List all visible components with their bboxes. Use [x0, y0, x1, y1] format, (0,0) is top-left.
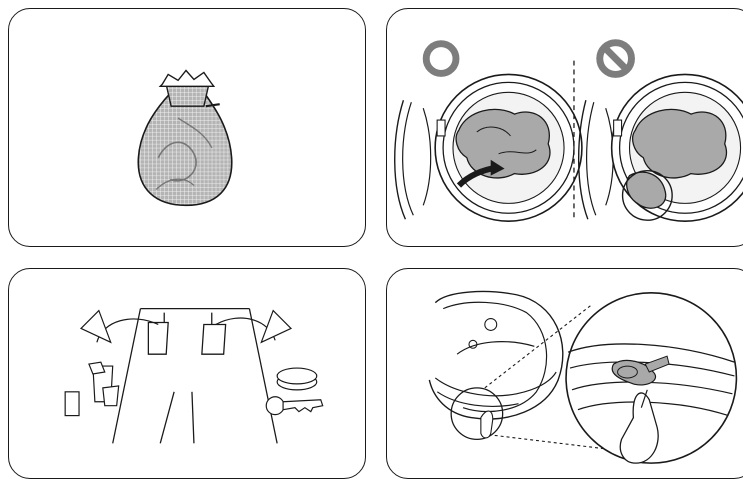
- arrow-left-icon: [81, 311, 158, 343]
- door-gasket-icon: [429, 292, 562, 419]
- pocket-right: [202, 324, 226, 354]
- prohibited-circle-icon: [600, 43, 632, 75]
- laundry-net-panel: [8, 8, 366, 247]
- trousers-icon: [113, 309, 277, 444]
- tissue-icon: [89, 362, 119, 406]
- incorrect-example: [579, 43, 743, 221]
- magnifier-detail-icon: [566, 293, 736, 463]
- correct-example: [395, 44, 582, 222]
- check-door-seal-panel: [386, 268, 743, 479]
- mesh-laundry-bag-icon: [9, 9, 365, 246]
- key-icon: [266, 397, 322, 415]
- hand-icon: [481, 411, 493, 438]
- empty-pockets-panel: [8, 268, 366, 479]
- pocket-left: [148, 322, 168, 354]
- correct-circle-icon: [426, 44, 456, 74]
- load-inside-drum-panel: [386, 8, 743, 247]
- coin-icon: [277, 368, 317, 390]
- card-icon: [65, 392, 79, 416]
